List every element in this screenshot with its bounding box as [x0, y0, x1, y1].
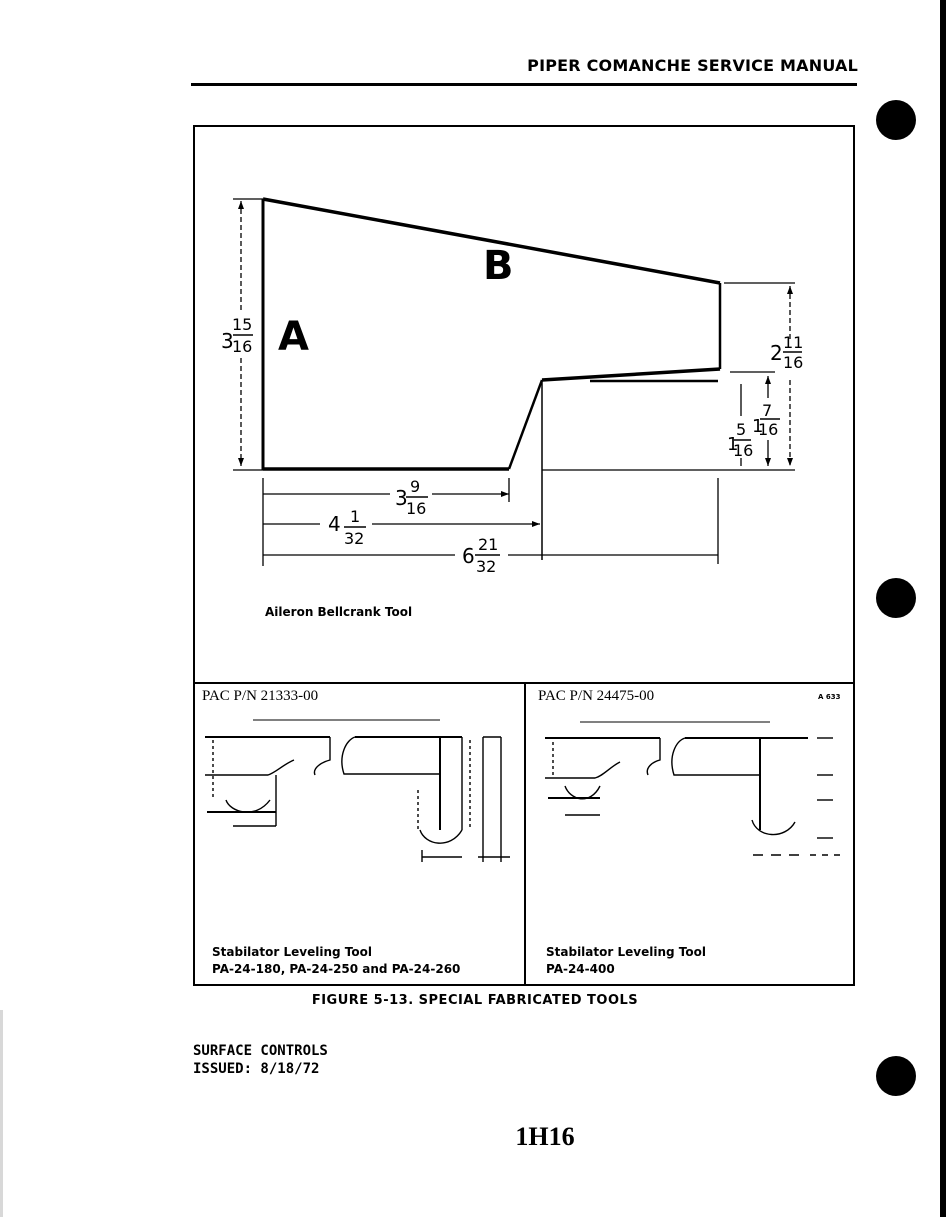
right-tool-label: Stabilator Leveling Tool PA-24-400	[546, 944, 706, 978]
dim-len3-num: 21	[478, 535, 498, 554]
left-tool-label: Stabilator Leveling Tool PA-24-180, PA-2…	[212, 944, 460, 978]
figure-caption: FIGURE 5-13. SPECIAL FABRICATED TOOLS	[311, 993, 639, 1008]
dim-len3-den: 32	[476, 557, 496, 576]
dim-height-right-whole: 2	[770, 341, 783, 365]
dim-len2-whole: 4	[328, 512, 341, 536]
page-footer: SURFACE CONTROLS ISSUED: 8/18/72	[193, 1042, 328, 1078]
dim-len2-num: 1	[350, 507, 360, 526]
right-tool-label-line2: PA-24-400	[546, 962, 615, 976]
left-part-number: PAC P/N 21333-00	[202, 688, 319, 704]
dim-height-left-whole: 3	[221, 329, 234, 353]
binder-hole-middle	[876, 578, 916, 618]
dim-len1-num: 9	[410, 477, 420, 496]
stabilator-tool-left-sketch	[205, 719, 510, 862]
dimension-lines	[233, 198, 795, 566]
dim-step-lower-whole: 1	[727, 434, 738, 455]
right-tool-label-line1: Stabilator Leveling Tool	[546, 945, 706, 959]
dim-len1-whole: 3	[395, 486, 408, 510]
bellcrank-tool-outline	[261, 197, 722, 560]
label-letter-a: A	[278, 314, 309, 360]
dim-step-upper-whole: 1	[752, 416, 763, 437]
dim-height-right-den: 16	[783, 353, 803, 372]
dim-step-lower-den: 16	[733, 441, 753, 460]
label-letter-b: B	[483, 243, 514, 289]
scan-shadow	[0, 1010, 3, 1217]
right-part-number: PAC P/N 24475-00	[538, 688, 655, 704]
dim-step-upper-num: 7	[762, 401, 772, 420]
dimension-labels: 3 15 16 2 11 16 1 7 16 1 5 16 3 9 16 4 1…	[221, 315, 803, 576]
dim-step-lower-num: 5	[736, 420, 746, 439]
footer-section: SURFACE CONTROLS	[193, 1043, 328, 1059]
dim-len2-den: 32	[344, 529, 364, 548]
dim-len1-den: 16	[406, 499, 426, 518]
bellcrank-tool-label: Aileron Bellcrank Tool	[265, 605, 413, 619]
dim-height-right-num: 11	[783, 333, 803, 352]
left-tool-label-line2: PA-24-180, PA-24-250 and PA-24-260	[212, 962, 461, 976]
binder-hole-bottom	[876, 1056, 916, 1096]
page-edge-bar	[940, 0, 946, 1217]
footer-issued: ISSUED: 8/18/72	[193, 1061, 320, 1077]
dimension-arrows	[238, 201, 793, 527]
dim-step-upper-den: 16	[758, 420, 778, 439]
header-rule	[191, 83, 857, 86]
binder-hole-top	[876, 100, 916, 140]
figure-id-tag: A 633	[818, 693, 841, 701]
dim-height-left-den: 16	[232, 337, 252, 356]
dim-len3-whole: 6	[462, 544, 475, 568]
page-header-title: PIPER COMANCHE SERVICE MANUAL	[527, 56, 858, 75]
stabilator-tool-right-sketch	[545, 721, 845, 856]
left-tool-label-line1: Stabilator Leveling Tool	[212, 945, 372, 959]
dim-height-left-num: 15	[232, 315, 252, 334]
page-number: 1H16	[515, 1122, 575, 1151]
figure-divider-vertical	[524, 683, 526, 986]
